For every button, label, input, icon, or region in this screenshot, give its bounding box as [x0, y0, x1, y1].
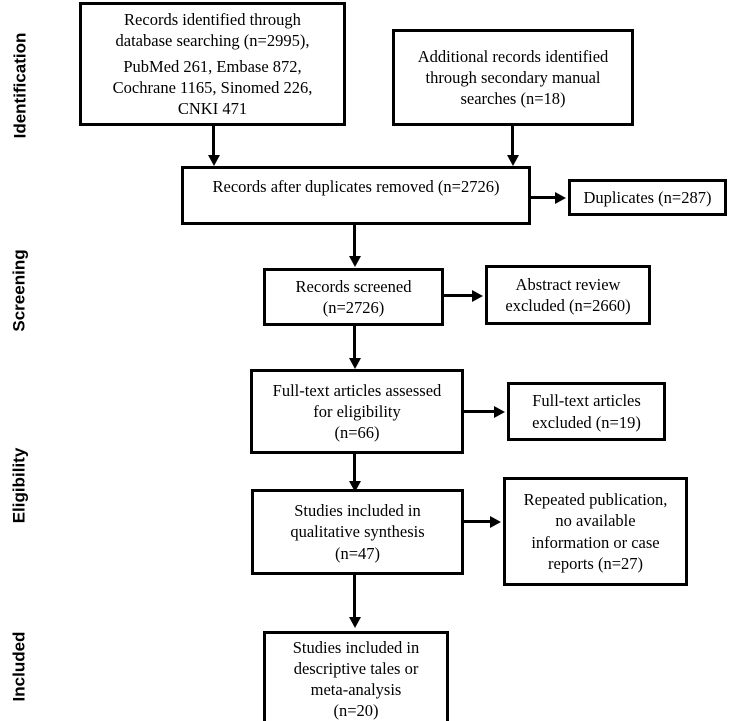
box-final-included-text: Studies included in descriptive tales or… — [292, 637, 420, 721]
stage-label-eligibility-text: Eligibility — [9, 447, 29, 524]
box-after-duplicates-text: Records after duplicates removed (n=2726… — [212, 177, 500, 196]
box-repeated-excluded: Repeated publication, no available infor… — [503, 477, 688, 586]
stage-label-screening: Screening — [9, 226, 29, 356]
stage-label-screening-text: Screening — [9, 249, 29, 332]
connector-dedup-to-screened-arrow — [348, 256, 361, 267]
box-records-screened-text: Records screened (n=2726) — [295, 276, 412, 317]
box-qualitative-synthesis: Studies included in qualitative synthesi… — [251, 489, 464, 575]
connector-dedup-to-duplicates-arrow — [555, 191, 566, 204]
stage-label-included: Included — [9, 602, 29, 721]
connector-screened-to-fulltext-line — [353, 326, 356, 361]
box-duplicates-excluded: Duplicates (n=287) — [568, 179, 727, 216]
box-manual-search-text: Additional records identified through se… — [417, 46, 609, 109]
connector-dedup-to-screened-line — [353, 225, 356, 259]
connector-fulltext-to-excluded-line — [464, 410, 496, 413]
box-database-search: Records identified through database sear… — [79, 2, 346, 126]
connector-qualitative-to-final-arrow — [348, 617, 361, 628]
box-after-duplicates: Records after duplicates removed (n=2726… — [181, 166, 531, 225]
box-repeated-excluded-text: Repeated publication, no available infor… — [523, 490, 668, 573]
box-abstract-excluded: Abstract review excluded (n=2660) — [485, 265, 651, 325]
stage-label-eligibility: Eligibility — [9, 421, 29, 551]
box-duplicates-excluded-text: Duplicates (n=287) — [583, 187, 712, 207]
box-database-search-text: Records identified through database sear… — [82, 9, 343, 120]
connector-manual-to-dedup-line — [511, 126, 514, 158]
stage-label-identification: Identification — [10, 21, 30, 151]
connector-database-to-dedup-line — [212, 126, 215, 158]
connector-fulltext-to-qualitative-arrow — [348, 481, 361, 492]
box-qualitative-synthesis-text: Studies included in qualitative synthesi… — [290, 501, 425, 563]
connector-screened-to-abstract-arrow — [472, 289, 483, 302]
connector-qualitative-to-repeated-line — [464, 520, 492, 523]
box-manual-search: Additional records identified through se… — [392, 29, 634, 126]
connector-database-to-dedup-arrow — [207, 155, 220, 166]
connector-screened-to-abstract-line — [444, 294, 474, 297]
connector-fulltext-to-qualitative-line — [353, 454, 356, 485]
connector-fulltext-to-excluded-arrow — [494, 405, 505, 418]
stage-label-identification-text: Identification — [10, 32, 30, 139]
box-fulltext-assessed: Full-text articles assessed for eligibil… — [250, 369, 464, 454]
box-fulltext-assessed-text: Full-text articles assessed for eligibil… — [272, 380, 442, 443]
connector-qualitative-to-final-line — [353, 575, 356, 619]
stage-label-included-text: Included — [9, 631, 29, 702]
connector-qualitative-to-repeated-arrow — [490, 515, 501, 528]
box-records-screened: Records screened (n=2726) — [263, 268, 444, 326]
connector-screened-to-fulltext-arrow — [348, 358, 361, 369]
connector-manual-to-dedup-arrow — [506, 155, 519, 166]
box-fulltext-excluded-text: Full-text articles excluded (n=19) — [532, 391, 641, 432]
connector-dedup-to-duplicates-line — [531, 196, 557, 199]
box-fulltext-excluded: Full-text articles excluded (n=19) — [507, 382, 666, 441]
box-abstract-excluded-text: Abstract review excluded (n=2660) — [505, 274, 631, 315]
box-final-included: Studies included in descriptive tales or… — [263, 631, 449, 721]
